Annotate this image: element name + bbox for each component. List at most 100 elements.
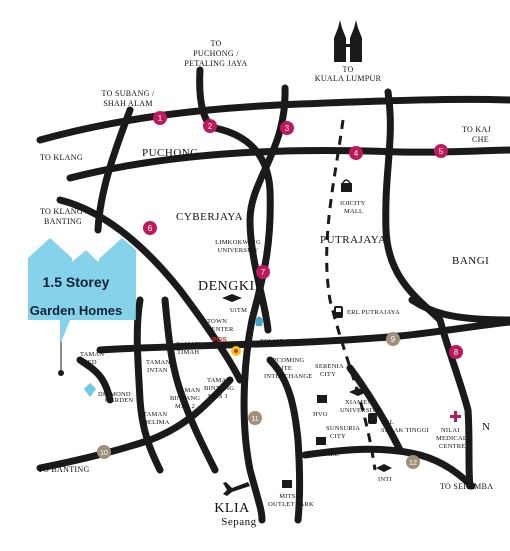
area-cyberjaya: CYBERJAYA <box>176 211 243 223</box>
label-puchong-petaling-2: PUCHONG / <box>193 49 239 58</box>
place-erl-putrajaya: ERL PUTRAJAYA <box>347 309 400 316</box>
place-bintang2-2: BINTANG <box>170 395 200 402</box>
place-taman-jed-1: TAMAN <box>80 351 104 358</box>
svg-text:7: 7 <box>261 268 266 277</box>
place-inti: INTI <box>378 476 392 483</box>
place-nilai-3: CENTRE <box>439 443 465 450</box>
road-elite <box>266 356 303 524</box>
train-icon-salak <box>368 413 377 424</box>
place-mitsui-1: MITSUI <box>279 493 303 500</box>
place-bintang1-1: TAMAN <box>207 377 231 384</box>
svg-text:6: 6 <box>148 224 153 233</box>
place-taman-jed-2: JED <box>85 359 97 366</box>
place-xiamen-1: XIAMEN <box>345 399 372 406</box>
marker-12: 12 <box>406 455 420 469</box>
shell-logo-icon <box>231 346 241 356</box>
callout-subtitle: Garden Homes <box>29 303 123 318</box>
place-town-2: CENTER <box>207 326 234 333</box>
place-kip: KIP MALL <box>307 451 339 458</box>
train-icon <box>334 306 343 318</box>
svg-text:9: 9 <box>391 335 396 344</box>
place-taman-timah-1: TAMAN <box>176 341 200 348</box>
marker-9: 9 <box>386 332 400 346</box>
road-sunsuria <box>301 445 476 490</box>
medical-cross-icon <box>450 411 461 422</box>
mall-icon-hvo <box>317 395 327 403</box>
place-taman-timah-2: TIMAH <box>177 349 199 356</box>
erl-rail-line <box>325 119 377 471</box>
svg-text:10: 10 <box>100 450 108 457</box>
marker-11: 11 <box>248 411 262 425</box>
place-delima-1: TAMAN <box>143 411 167 418</box>
place-elite-1: UPCOMING <box>268 357 304 364</box>
marker-2: 2 <box>203 119 217 133</box>
place-bintang2-1: TAMAN <box>176 387 200 394</box>
mall-icon <box>341 179 352 192</box>
place-ioi-1: IOICITY <box>340 200 366 207</box>
police-icon <box>255 316 263 326</box>
label-kl-2: KUALA LUMPUR <box>315 74 382 83</box>
road-bintang <box>161 296 219 474</box>
place-elite-3: INTERCHANGE <box>264 373 312 380</box>
svg-text:4: 4 <box>354 149 359 158</box>
place-police: POLICE STATION <box>260 338 314 345</box>
mall-icon-mitsui <box>282 480 292 488</box>
road-sksb <box>56 196 244 384</box>
label-puchong-petaling-1: TO <box>210 39 221 48</box>
place-salak-1: ERL <box>381 419 394 426</box>
marker-6: 6 <box>143 221 157 235</box>
label-subang-1: TO SUBANG / <box>102 89 155 98</box>
kl-twin-towers-icon <box>334 20 362 62</box>
label-kajang-1: TO KAJ <box>462 125 491 134</box>
marker-4: 4 <box>349 146 363 160</box>
place-diamond-1: DIAMOND <box>98 391 131 398</box>
road-bangi <box>408 296 510 324</box>
place-diamond-2: GARDEN <box>105 397 133 404</box>
label-klang-banting-1: TO KLANG / <box>40 207 88 216</box>
label-klang-banting-2: BANTING <box>44 217 82 226</box>
area-klia-sepang: Sepang <box>221 516 256 528</box>
place-hvo: HVO <box>313 411 328 418</box>
road-dengkil-main <box>96 318 510 354</box>
place-taman-intan-1: TAMAN <box>146 359 170 366</box>
road-kl <box>246 84 289 334</box>
place-limkok-1: LIMKOKWING <box>215 239 261 246</box>
place-salak-2: SALAK TINGGI <box>381 427 429 434</box>
garden-homes-callout: 1.5 Storey Garden Homes <box>20 236 132 358</box>
label-puchong-petaling-3: PETALING JAYA <box>184 59 247 68</box>
label-klang: TO KLANG <box>40 153 83 162</box>
marker-3: 3 <box>280 121 294 135</box>
marker-8: 8 <box>449 345 463 359</box>
svg-text:5: 5 <box>439 147 444 156</box>
area-klia: KLIA <box>214 501 250 516</box>
place-nilai-2: MEDICAL <box>436 435 467 442</box>
university-icon <box>222 294 242 302</box>
place-taman-intan-2: INTAN <box>147 367 168 374</box>
airplane-icon <box>223 482 250 496</box>
area-dengkil: DENGKIL <box>198 279 264 294</box>
place-bintang1-3: MAS 1 <box>208 393 228 400</box>
place-serenia-2: CITY <box>320 371 336 378</box>
place-delima-2: DELIMA <box>143 419 170 426</box>
label-subang-2: SHAH ALAM <box>103 99 153 108</box>
road-intan <box>133 296 164 474</box>
road-puchong-expressway <box>36 95 510 144</box>
label-seremban: TO SEREMBA <box>440 482 493 491</box>
area-bangi: BANGI <box>452 255 489 267</box>
place-bintang1-2: BINTANG <box>204 385 234 392</box>
university-icon-xiamen <box>349 388 367 396</box>
label-edge-n: N <box>482 421 490 433</box>
route-markers: 1 2 3 4 5 6 7 8 9 10 11 12 <box>97 111 463 469</box>
place-elite-2: ELITE <box>273 365 292 372</box>
svg-text:POS: POS <box>212 337 227 344</box>
svg-text:1: 1 <box>158 114 163 123</box>
place-xiamen-2: UNIVERSITY <box>340 407 381 414</box>
place-serenia-1: SERENIA <box>315 363 344 370</box>
place-ioi-2: MALL <box>344 208 363 215</box>
label-kajang-2: CHE <box>472 135 489 144</box>
house-icon <box>28 238 136 345</box>
road-taman-jed <box>76 356 114 404</box>
place-mitsui-2: OUTLET PARK <box>268 501 314 508</box>
svg-text:11: 11 <box>251 416 258 423</box>
